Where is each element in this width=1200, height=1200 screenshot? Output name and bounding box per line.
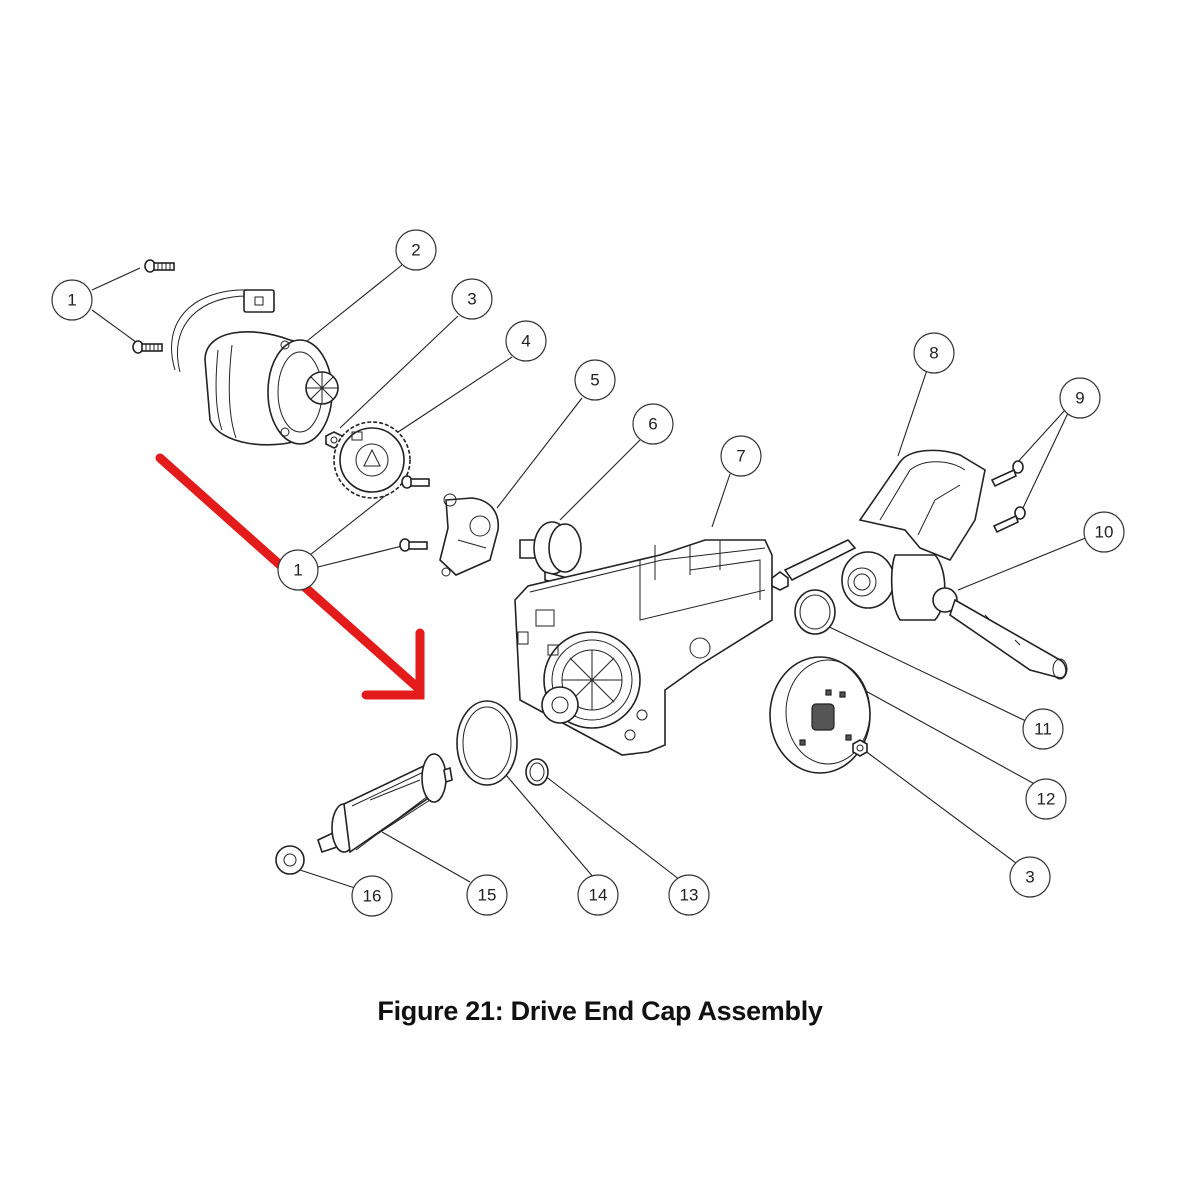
o-ring-part-11 (794, 589, 836, 635)
svg-text:10: 10 (1095, 523, 1114, 542)
balloon-16: 16 (351, 875, 393, 917)
balloon-14: 14 (577, 874, 619, 916)
svg-text:12: 12 (1037, 790, 1056, 809)
spindle-part-15 (317, 753, 453, 854)
crank-plate-part-5 (439, 493, 499, 577)
svg-text:2: 2 (411, 241, 420, 260)
balloon-10: 10 (1083, 511, 1125, 553)
end-cap-housing-part-7 (514, 539, 773, 756)
svg-text:3: 3 (467, 290, 476, 309)
screw-part-1-mid-bottom (399, 538, 428, 552)
balloon-3-bottom: 3 (1009, 856, 1051, 898)
balloon-6: 6 (632, 403, 674, 445)
svg-text:1: 1 (67, 291, 76, 310)
svg-text:6: 6 (648, 415, 657, 434)
balloon-1-left: 1 (51, 279, 93, 321)
screw-part-9-top (990, 460, 1024, 488)
screw-part-1-bottom (132, 340, 163, 354)
o-ring-part-13 (525, 758, 549, 786)
o-ring-part-14 (456, 700, 518, 786)
balloon-4: 4 (505, 320, 547, 362)
bracket-part-8 (771, 449, 1068, 680)
balloon-1-middle: 1 (277, 549, 319, 591)
svg-text:7: 7 (736, 447, 745, 466)
svg-text:15: 15 (478, 886, 497, 905)
balloon-9: 9 (1059, 377, 1101, 419)
screw-part-1-top (144, 259, 175, 273)
svg-text:8: 8 (929, 344, 938, 363)
balloon-5: 5 (574, 359, 616, 401)
screw-part-9-bottom (992, 506, 1026, 534)
screw-part-1-mid-top (401, 475, 430, 489)
svg-text:14: 14 (589, 886, 608, 905)
svg-text:5: 5 (590, 371, 599, 390)
balloon-13: 13 (668, 874, 710, 916)
washer-part-16 (275, 845, 305, 875)
figure-caption: Figure 21: Drive End Cap Assembly (377, 996, 823, 1026)
balloon-15: 15 (466, 874, 508, 916)
nut-part-3-lower (852, 739, 868, 757)
balloon-7: 7 (720, 435, 762, 477)
leader-lines (91, 264, 1089, 889)
svg-text:16: 16 (363, 887, 382, 906)
svg-text:13: 13 (680, 886, 699, 905)
svg-text:1: 1 (293, 561, 302, 580)
gear-part-4 (333, 421, 411, 499)
motor-part-2 (171, 289, 339, 446)
svg-text:9: 9 (1075, 389, 1084, 408)
svg-text:3: 3 (1025, 868, 1034, 887)
svg-text:11: 11 (1034, 720, 1052, 739)
balloon-11: 11 (1022, 708, 1064, 750)
balloon-12: 12 (1025, 778, 1067, 820)
svg-text:4: 4 (521, 332, 530, 351)
balloon-2: 2 (395, 229, 437, 271)
balloon-3-top: 3 (451, 278, 493, 320)
balloon-8: 8 (913, 332, 955, 374)
pulley-part-12 (769, 656, 871, 774)
